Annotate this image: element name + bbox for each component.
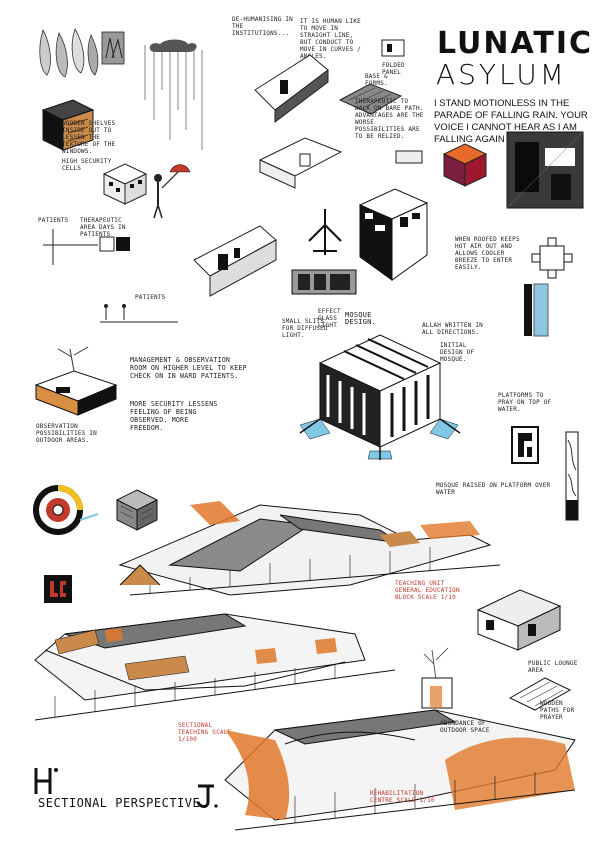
note-public-lounge: PUBLIC LOUNGE AREA: [528, 660, 578, 674]
note-dehumanising: DE-HUMANISING IN THE INSTITUTIONS...: [232, 16, 293, 37]
corner-building-sketch: [476, 589, 562, 651]
sloped-block-sketch: [338, 83, 403, 115]
note-folded-panel: FOLDED PANEL: [382, 62, 405, 76]
tree-elevation-sketch: [421, 647, 453, 709]
note-wooden-paths: WOODEN PATHS FOR PRAYER: [540, 700, 575, 721]
note-wooden-shelves: WOODEN SHELVES INSIDE OUT TO LESSEN THE …: [62, 120, 116, 155]
note-high-security-cells: HIGH SECURITY CELLS: [62, 158, 112, 172]
elevation-box-sketch: [395, 150, 423, 164]
floor-plan-sketch: [291, 269, 357, 295]
mosque-plan-diagram: [531, 237, 573, 279]
colored-cube-sketch: [442, 143, 488, 187]
author-mark-right-icon: [196, 784, 218, 808]
cube-cells-sketch: [102, 163, 148, 205]
rehab-centre-section-sketch: [224, 709, 576, 831]
title-quote: I STAND MOTIONLESS IN THE PARADE OF FALL…: [434, 98, 588, 145]
note-more-security: MORE SECURITY LESSENS FEELING OF BEING O…: [130, 400, 218, 432]
note-sectional-teaching: SECTIONAL TEACHING SCALE 1/100: [178, 722, 232, 743]
teaching-unit-section-sketch: [118, 501, 501, 596]
note-observation-outdoor: OBSERVATION POSSIBILITIES IN OUTDOOR ARE…: [36, 423, 97, 444]
note-effect-glass: EFFECT GLASS LIGHT: [318, 308, 341, 329]
lc-logo-icon: [44, 575, 72, 603]
author-mark-left-icon: [34, 768, 58, 794]
bubble-diagram: [43, 229, 130, 265]
note-therapeutic-area: THERAPEUTIC AREA DAYS IN PATIENTS: [80, 217, 126, 238]
wooden-shelves-sketch: [41, 99, 95, 151]
dark-model-sketch: [506, 131, 584, 209]
color-wheel-icon: [33, 485, 99, 535]
note-patients-1: PATIENTS: [38, 217, 69, 224]
tall-column-sketch: [565, 431, 579, 521]
note-straight-line: IT IS HUMAN LIKE TO MOVE IN STRAIGHT LIN…: [300, 18, 361, 60]
note-mosque-raised: MOSQUE RAISED ON PLATFORM OVER WATER: [436, 482, 551, 496]
footer-section-label: SECTIONAL PERSPECTIVE: [38, 796, 201, 810]
note-mosque-design: MOSQUE DESIGN.: [345, 311, 376, 326]
tripod-symbol-sketch: [308, 209, 342, 255]
rain-figure-sketch: [144, 39, 203, 219]
sloped-wall-sketch: [193, 225, 277, 297]
long-section-sketch: [34, 613, 396, 721]
section-figures-diagram: [100, 304, 178, 323]
note-rehab-centre: REHABILITATION CENTRE SCALE 1/10: [370, 790, 435, 804]
mosque-logo-icon: [511, 426, 539, 464]
note-therapeutic-walk: THERAPEUTIC TO WALK ON BARE PATH. ADVANT…: [355, 98, 424, 140]
mosque-model-sketch: [299, 334, 461, 460]
note-management: MANAGEMENT & OBSERVATION ROOM ON HIGHER …: [130, 356, 247, 380]
house-sketch: [258, 137, 343, 189]
note-allah-written: ALLAH WRITTEN IN ALL DIRECTIONS.: [422, 322, 483, 336]
title-line2: ASYLUM: [436, 58, 567, 91]
note-initial-design: INITIAL DESIGN OF MOSQUE.: [440, 342, 475, 363]
note-patients-2: PATIENTS: [135, 294, 166, 301]
note-teaching-unit: TEACHING UNIT GENERAL EDUCATION BLOCK SC…: [395, 580, 460, 601]
wooden-cube-sketch: [115, 489, 159, 531]
tree-sketch: [101, 31, 125, 65]
hanging-forms-sketch: [39, 28, 99, 78]
title-line1: LUNATIC: [437, 26, 594, 61]
perspective-corridor-sketch: [254, 54, 329, 124]
note-small-slits: SMALL SLITS FOR DIFFUSED LIGHT.: [282, 318, 328, 339]
note-outdoor-space: ABUNDANCE OF OUTDOOR SPACE: [440, 720, 490, 734]
mosque-section-sketch: [524, 283, 549, 337]
black-white-block-sketch: [358, 188, 429, 281]
note-base-forms: BASE & FORMS.: [365, 73, 388, 87]
observation-room-sketch: [34, 346, 118, 416]
lounge-stair-sketch: [508, 677, 572, 711]
folded-panel-sketch: [381, 39, 405, 57]
note-roofed: WHEN ROOFED KEEPS HOT AIR OUT AND ALLOWS…: [455, 236, 520, 271]
note-platforms-pray: PLATFORMS TO PRAY ON TOP OF WATER.: [498, 392, 552, 413]
